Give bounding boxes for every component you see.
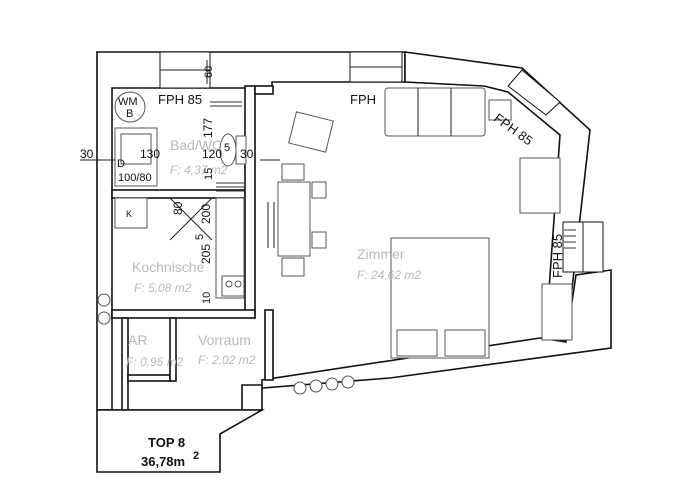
dim-60: 60: [203, 66, 215, 78]
living-name: Zimmer: [357, 246, 405, 262]
living-furniture: [267, 87, 573, 359]
wall-circles: [97, 293, 355, 395]
dim-120-sup: 5: [224, 142, 230, 154]
entry: [96, 409, 266, 473]
hall-name: Vorraum: [198, 332, 251, 348]
washer-sub-label: B: [126, 108, 133, 120]
dim-80: 80: [171, 201, 185, 215]
window-corner-label: FPH 85: [491, 110, 535, 148]
dim-205: 205: [199, 244, 213, 264]
living-area: F: 24,62 m2: [357, 268, 421, 282]
window-bath-label: FPH 85: [158, 92, 202, 107]
storage-name: AR: [128, 332, 147, 348]
window-top-label: FPH: [350, 92, 376, 107]
unit-label: TOP 8: [148, 435, 185, 450]
storage-area: F: 0,95 m2: [126, 355, 184, 369]
unit-area-sup: 2: [193, 450, 199, 462]
dim-30-right: 30: [240, 147, 254, 161]
interior-walls: [111, 85, 274, 411]
dim-200: 200: [199, 204, 213, 224]
windows: [159, 51, 604, 273]
kitchen-name: Kochnische: [132, 259, 205, 275]
dim-205-sup: 5: [194, 234, 206, 240]
dim-30-left: 30: [80, 147, 94, 161]
dimension-lines: [80, 60, 280, 161]
bath-area: F: 4,37 m2: [170, 163, 228, 177]
hall-area: F: 2,02 m2: [198, 353, 256, 367]
kitchen-fixtures: [114, 197, 245, 299]
kitchen-area: F: 5,08 m2: [134, 281, 192, 295]
dim-120: 120: [202, 147, 222, 161]
fridge-label: K: [126, 209, 132, 219]
dim-177: 177: [201, 118, 215, 138]
bath-name: Bad/WC: [170, 137, 222, 153]
window-right-label: FPH 85: [550, 234, 565, 278]
hatching: [210, 101, 576, 249]
washer-label: WM: [118, 96, 138, 108]
dim-130: 130: [140, 147, 160, 161]
bath-fixtures: [114, 91, 247, 187]
unit-area: 36,78m: [141, 454, 185, 469]
shower-size: 100/80: [118, 172, 152, 184]
dim-10: 10: [201, 292, 213, 304]
shower-d-label: D: [117, 158, 125, 170]
dim-15: 15: [203, 168, 215, 180]
